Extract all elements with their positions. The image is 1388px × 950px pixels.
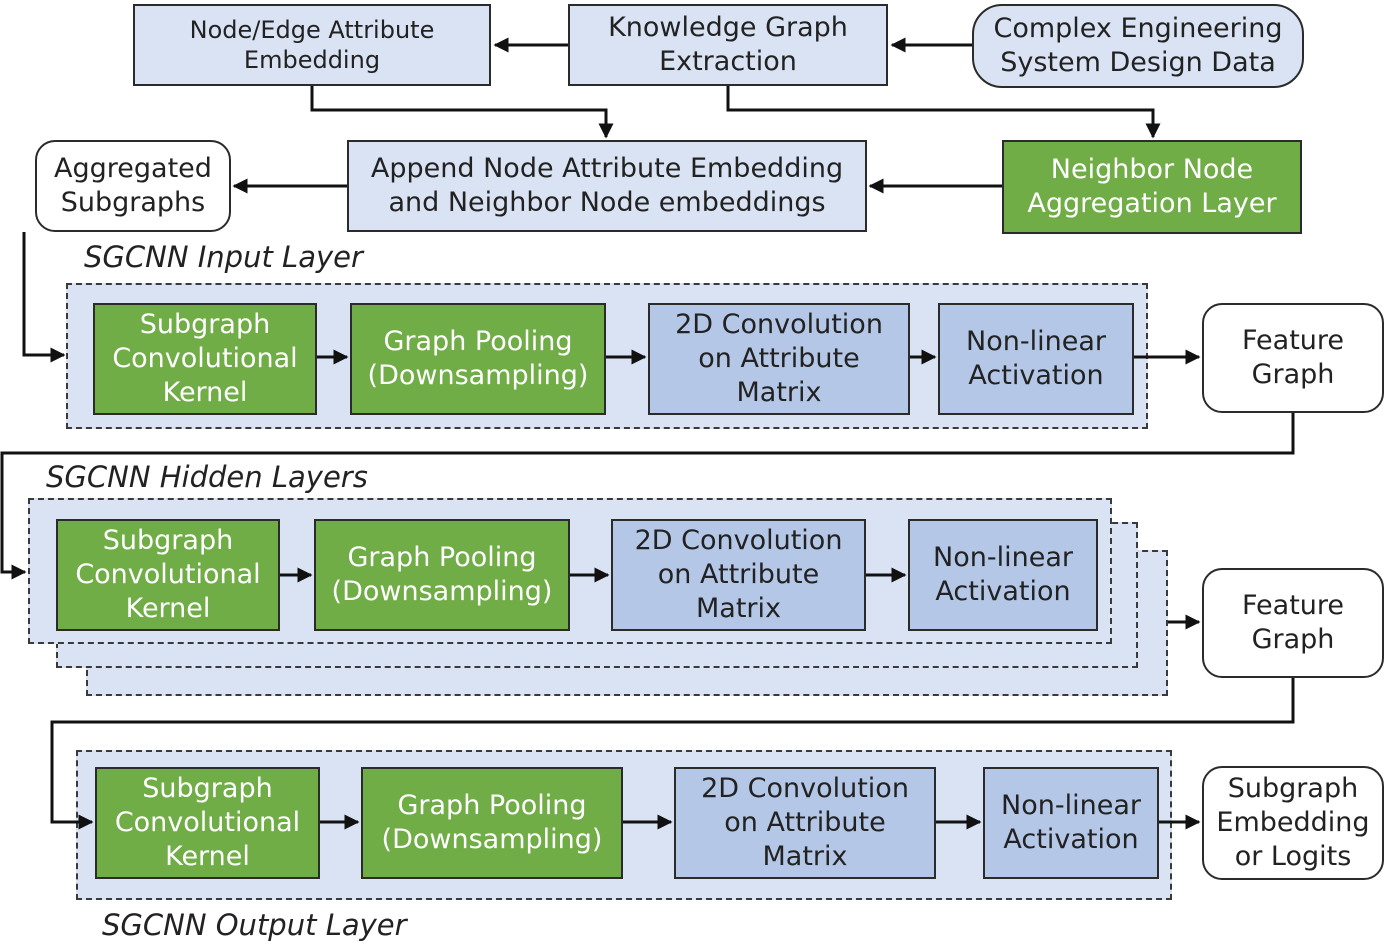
subgraph-output-box: Subgraph Embedding or Logits [1202, 766, 1384, 880]
output-subgraph-kernel-box: Subgraph Convolutional Kernel [95, 767, 320, 879]
input-graph-pooling-label: Graph Pooling (Downsampling) [367, 326, 589, 391]
append-embedding-label: Append Node Attribute Embedding and Neig… [370, 153, 844, 218]
hidden-nonlinear-box: Non-linear Activation [908, 519, 1098, 631]
hidden-conv2d-label: 2D Convolution on Attribute Matrix [634, 525, 843, 624]
input-nonlinear-label: Non-linear Activation [966, 326, 1106, 391]
input-nonlinear-box: Non-linear Activation [938, 303, 1134, 415]
arrow-aggregated-to-input-layer [22, 232, 66, 363]
hidden-graph-pooling-box: Graph Pooling (Downsampling) [314, 519, 570, 631]
input-layer-label: SGCNN Input Layer [84, 240, 363, 274]
knowledge-graph-extraction-box: Knowledge Graph Extraction [568, 4, 888, 86]
neighbor-aggregation-label: Neighbor Node Aggregation Layer [1027, 154, 1277, 219]
hidden-layers-label: SGCNN Hidden Layers [46, 460, 368, 494]
design-data-label: Complex Engineering System Design Data [993, 13, 1283, 78]
design-data-box: Complex Engineering System Design Data [972, 4, 1304, 88]
input-graph-pooling-box: Graph Pooling (Downsampling) [350, 303, 606, 415]
subgraph-output-label: Subgraph Embedding or Logits [1216, 773, 1370, 872]
aggregated-subgraphs-box: Aggregated Subgraphs [35, 140, 231, 232]
input-conv2d-box: 2D Convolution on Attribute Matrix [648, 303, 910, 415]
output-graph-pooling-label: Graph Pooling (Downsampling) [381, 790, 603, 855]
node-edge-embedding-label: Node/Edge Attribute Embedding [189, 16, 435, 74]
arrow-embedding-to-append [310, 86, 614, 139]
hidden-conv2d-box: 2D Convolution on Attribute Matrix [611, 519, 866, 631]
aggregated-subgraphs-label: Aggregated Subgraphs [54, 153, 212, 218]
output-conv2d-label: 2D Convolution on Attribute Matrix [701, 773, 909, 872]
feature-graph-2-label: Feature Graph [1241, 590, 1345, 655]
output-graph-pooling-box: Graph Pooling (Downsampling) [361, 767, 623, 879]
node-edge-embedding-box: Node/Edge Attribute Embedding [133, 4, 491, 86]
output-nonlinear-box: Non-linear Activation [983, 767, 1159, 879]
input-subgraph-kernel-box: Subgraph Convolutional Kernel [93, 303, 317, 415]
feature-graph-1-box: Feature Graph [1202, 303, 1384, 413]
input-subgraph-kernel-label: Subgraph Convolutional Kernel [112, 309, 298, 408]
neighbor-aggregation-box: Neighbor Node Aggregation Layer [1002, 140, 1302, 234]
output-subgraph-kernel-label: Subgraph Convolutional Kernel [114, 773, 301, 872]
hidden-subgraph-kernel-box: Subgraph Convolutional Kernel [56, 519, 280, 631]
append-embedding-box: Append Node Attribute Embedding and Neig… [347, 140, 867, 232]
knowledge-graph-extraction-label: Knowledge Graph Extraction [608, 12, 848, 77]
arrow-kg-to-neighbor [726, 86, 1161, 139]
hidden-graph-pooling-label: Graph Pooling (Downsampling) [331, 542, 553, 607]
output-nonlinear-label: Non-linear Activation [1001, 790, 1141, 855]
hidden-subgraph-kernel-label: Subgraph Convolutional Kernel [75, 525, 261, 624]
feature-graph-2-box: Feature Graph [1202, 568, 1384, 678]
output-conv2d-box: 2D Convolution on Attribute Matrix [674, 767, 936, 879]
feature-graph-1-label: Feature Graph [1241, 325, 1345, 390]
output-layer-label: SGCNN Output Layer [102, 908, 407, 942]
input-conv2d-label: 2D Convolution on Attribute Matrix [675, 309, 883, 408]
hidden-nonlinear-label: Non-linear Activation [933, 542, 1073, 607]
